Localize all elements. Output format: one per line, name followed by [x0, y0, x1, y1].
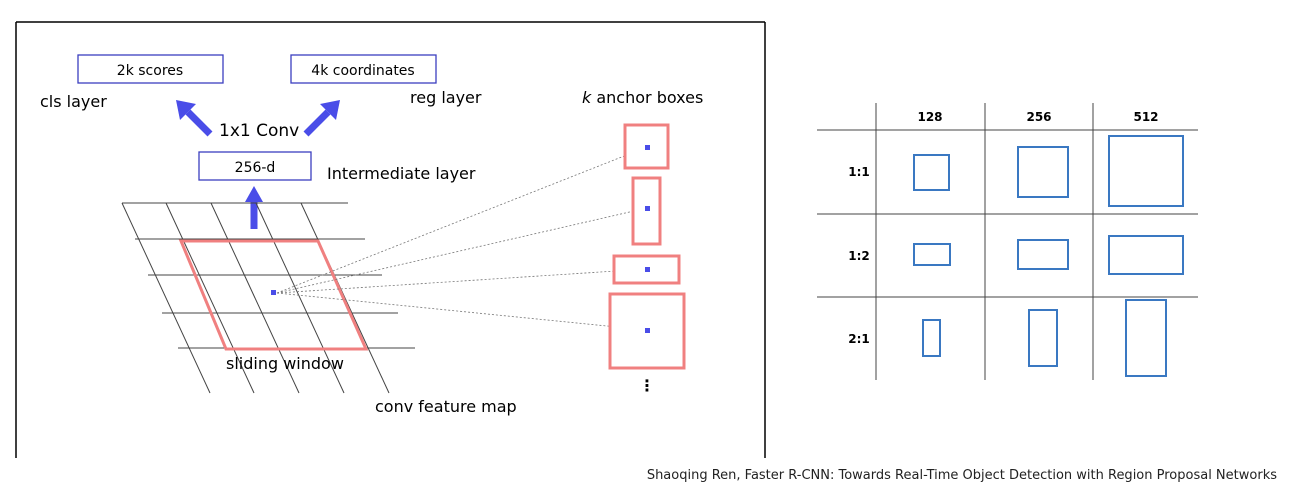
intermediate-layer-label: Intermediate layer: [327, 164, 476, 183]
reg-arrow-icon: [303, 100, 340, 137]
sliding-window-label: sliding window: [226, 354, 344, 373]
feature-map-label: conv feature map: [375, 397, 517, 416]
anchor-table-lines: [817, 103, 1198, 380]
anchor-box-tall: [631, 176, 662, 246]
up-arrow-icon: [245, 186, 263, 229]
reg-coordinates-box: 4k coordinates: [290, 54, 437, 84]
conv-label: 1x1 Conv: [219, 121, 299, 141]
cls-arrow-icon: [176, 100, 213, 137]
anchor-title: k anchor boxes: [582, 88, 703, 107]
ratio-label-1-1: 1:1: [848, 165, 870, 179]
anchor-ellipsis: ⋮: [639, 376, 655, 395]
anchor-256-2-1: [1028, 309, 1058, 367]
anchor-projection-lines: [276, 146, 648, 331]
left-panel-frame: [15, 21, 766, 458]
center-point: [271, 290, 276, 295]
anchor-128-2-1: [922, 319, 941, 357]
anchor-128-1-1: [913, 154, 950, 191]
cls-layer-label: cls layer: [40, 92, 107, 111]
anchor-128-1-2: [913, 243, 951, 266]
svg-text:4k coordinates: 4k coordinates: [311, 63, 414, 79]
anchor-512-1-2: [1108, 235, 1184, 275]
anchor-512-1-1: [1108, 135, 1184, 207]
citation-caption: Shaoqing Ren, Faster R-CNN: Towards Real…: [646, 468, 1277, 483]
scale-header-256: 256: [1026, 110, 1051, 124]
feature-map-grid: [121, 202, 415, 394]
ratio-label-1-2: 1:2: [848, 249, 870, 263]
anchor-box-wide: [612, 254, 681, 285]
anchor-box-square-small: [623, 123, 670, 170]
svg-text:2k scores: 2k scores: [117, 63, 183, 79]
ratio-label-2-1: 2:1: [848, 332, 870, 346]
anchor-256-1-2: [1017, 239, 1069, 270]
cls-scores-box: 2k scores: [77, 54, 224, 84]
intermediate-box: 256-d: [198, 151, 312, 181]
svg-text:256-d: 256-d: [235, 160, 276, 176]
anchor-256-1-1: [1017, 146, 1069, 198]
anchor-512-2-1: [1125, 299, 1167, 377]
scale-header-128: 128: [917, 110, 942, 124]
anchor-shapes: [913, 135, 1184, 377]
scale-header-512: 512: [1133, 110, 1158, 124]
anchor-box-square-large: [608, 292, 686, 370]
reg-layer-label: reg layer: [410, 88, 482, 107]
sliding-window: [178, 239, 369, 351]
